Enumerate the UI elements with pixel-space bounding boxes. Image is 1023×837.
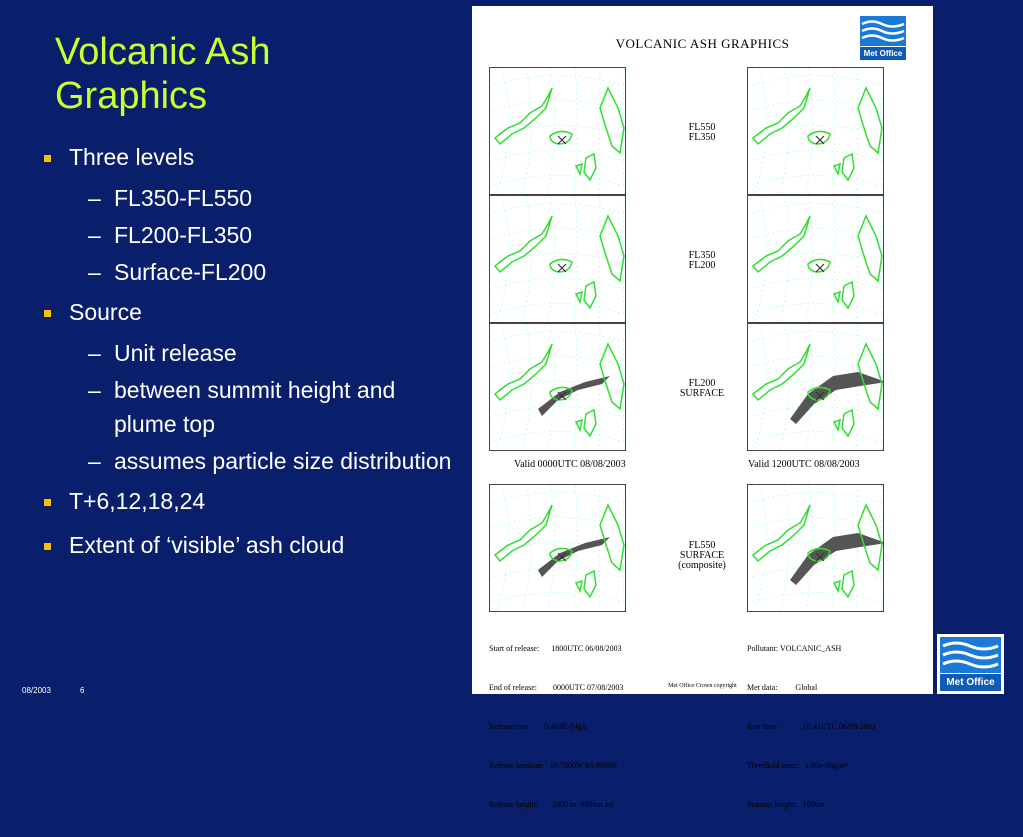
level-bottom: SURFACE — [679, 388, 725, 399]
logo-text: Met Office — [860, 47, 906, 60]
sub-bullet-text: assumes particle size distribution — [114, 448, 452, 474]
sub-bullet-text: FL350-FL550 — [114, 185, 253, 211]
map-graphic — [748, 485, 883, 611]
sub-bullet-text: between summit height and plume top — [114, 377, 396, 437]
level-top: FL350 — [688, 250, 716, 261]
ash-map — [489, 195, 626, 323]
sub-bullet: –assumes particle size distribution — [44, 444, 454, 478]
ash-map — [489, 323, 626, 451]
meta-line: Met data: Global — [747, 683, 818, 692]
valid-time-left: Valid 0000UTC 08/08/2003 — [514, 459, 626, 470]
meta-line: Summit height: 1000m — [747, 800, 825, 809]
bullet-square-icon — [44, 310, 51, 317]
dash-icon: – — [88, 222, 101, 248]
map-graphic — [490, 324, 625, 450]
level-bottom: FL350 — [688, 132, 716, 143]
meta-line: Release rate: 0.463E-04g/s — [489, 722, 587, 731]
bullet-times: T+6,12,18,24 — [44, 488, 454, 515]
meta-line: Threshold conc: 1.00e-16g/m³ — [747, 761, 848, 770]
ash-map — [489, 484, 626, 612]
bullet-square-icon — [44, 499, 51, 506]
level-bottom: SURFACE — [679, 550, 725, 561]
map-graphic — [748, 196, 883, 322]
map-graphic — [490, 68, 625, 194]
sub-bullet: –between summit height and plume top — [44, 373, 454, 441]
dash-icon: – — [88, 448, 101, 474]
wave-logo-icon — [860, 16, 906, 46]
map-graphic — [748, 324, 883, 450]
meta-line: Release location: 19.7000W 63.9800N — [489, 761, 618, 770]
slide-title: Volcanic Ash Graphics — [55, 31, 271, 117]
run-info: Pollutant: VOLCANIC_ASH Met data: Global… — [747, 616, 875, 837]
level-bottom: FL200 — [688, 260, 716, 271]
meta-line: Run time: 16:41UTC 06/08/2003 — [747, 722, 876, 731]
valid-time-right: Valid 1200UTC 08/08/2003 — [748, 459, 860, 470]
ash-map — [747, 67, 884, 195]
wave-logo-icon — [940, 637, 1001, 673]
level-top: FL550 — [688, 540, 716, 551]
sub-bullet: –FL200-FL350 — [44, 218, 454, 252]
bullet-square-icon — [44, 543, 51, 550]
sub-bullet-text: Unit release — [114, 340, 237, 366]
dash-icon: – — [88, 340, 101, 366]
bullet-text: Source — [69, 299, 142, 325]
dash-icon: – — [88, 259, 101, 285]
corner-met-office-logo: Met Office — [937, 634, 1004, 694]
ash-map — [747, 484, 884, 612]
map-graphic — [490, 196, 625, 322]
bullet-text: Extent of ‘visible’ ash cloud — [69, 532, 345, 558]
map-graphic — [490, 485, 625, 611]
figure-title: VOLCANIC ASH GRAPHICS — [615, 36, 790, 51]
page-number: 6 — [80, 686, 85, 695]
sub-bullet-text: Surface-FL200 — [114, 259, 267, 285]
bullet-square-icon — [44, 155, 51, 162]
bullet-source: Source — [44, 299, 454, 326]
meta-line: End of release: 0000UTC 07/08/2003 — [489, 683, 624, 692]
bullet-list: Three levels –FL350-FL550 –FL200-FL350 –… — [44, 144, 454, 576]
level-top: FL200 — [688, 378, 716, 389]
bullet-text: Three levels — [69, 144, 195, 170]
meta-line: Release height: 1000 to 6000m asl — [489, 800, 614, 809]
meta-line: Start of release: 1800UTC 06/08/2003 — [489, 644, 622, 653]
bullet-text: T+6,12,18,24 — [69, 488, 206, 514]
dash-icon: – — [88, 185, 101, 211]
sub-bullet: –Unit release — [44, 336, 454, 370]
ash-map — [747, 195, 884, 323]
dash-icon: – — [88, 377, 101, 403]
sub-bullet: –Surface-FL200 — [44, 255, 454, 289]
release-info: Start of release: 1800UTC 06/08/2003 End… — [489, 616, 623, 837]
bullet-extent: Extent of ‘visible’ ash cloud — [44, 532, 454, 559]
logo-text: Met Office — [940, 674, 1001, 691]
ash-map — [747, 323, 884, 451]
footer-date: 08/2003 — [22, 686, 51, 695]
copyright: Met Office Crown copyright — [668, 683, 737, 689]
map-graphic — [748, 68, 883, 194]
sub-bullet-text: FL200-FL350 — [114, 222, 253, 248]
sub-bullet: –FL350-FL550 — [44, 181, 454, 215]
meta-line: Pollutant: VOLCANIC_ASH — [747, 644, 842, 653]
ash-map — [489, 67, 626, 195]
met-office-logo: Met Office — [859, 15, 907, 61]
level-top: FL550 — [688, 122, 716, 133]
bullet-levels: Three levels — [44, 144, 454, 171]
level-note: (composite) — [678, 560, 726, 571]
